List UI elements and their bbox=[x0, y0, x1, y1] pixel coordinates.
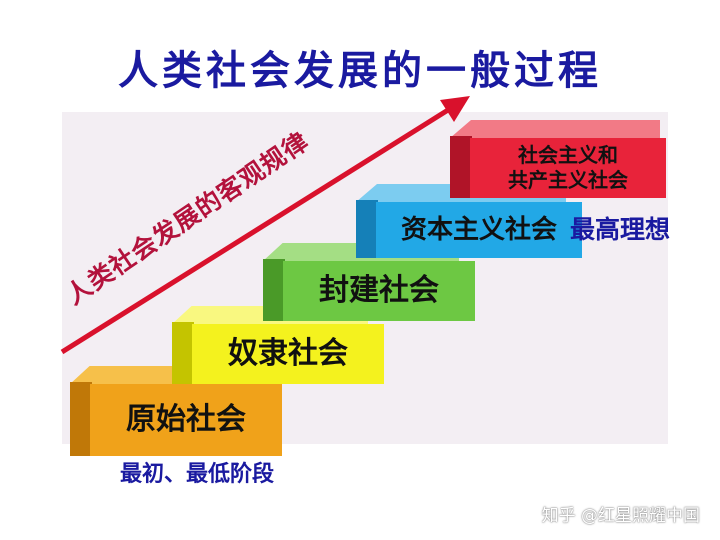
page-title: 人类社会发展的一般过程 bbox=[118, 47, 602, 94]
step-label: 社会主义和 共产主义社会 bbox=[470, 138, 666, 198]
note-highest-ideal: 最高理想 bbox=[570, 215, 671, 244]
step-top bbox=[450, 120, 660, 138]
step-side bbox=[450, 136, 472, 198]
step-label-line1: 社会主义和 bbox=[518, 143, 618, 167]
step-label: 封建社会 bbox=[283, 261, 475, 321]
step-label: 原始社会 bbox=[90, 384, 282, 456]
step-side bbox=[263, 259, 285, 321]
step-label: 奴隶社会 bbox=[192, 324, 384, 384]
watermark: 知乎 @红星照耀中国 bbox=[541, 506, 700, 526]
step-side bbox=[172, 322, 194, 384]
step-side bbox=[356, 200, 378, 258]
step-side bbox=[70, 382, 92, 456]
step-label: 资本主义社会 bbox=[376, 202, 582, 258]
note-earliest-stage: 最初、最低阶段 bbox=[120, 461, 275, 487]
step-label-line2: 共产主义社会 bbox=[508, 168, 628, 192]
